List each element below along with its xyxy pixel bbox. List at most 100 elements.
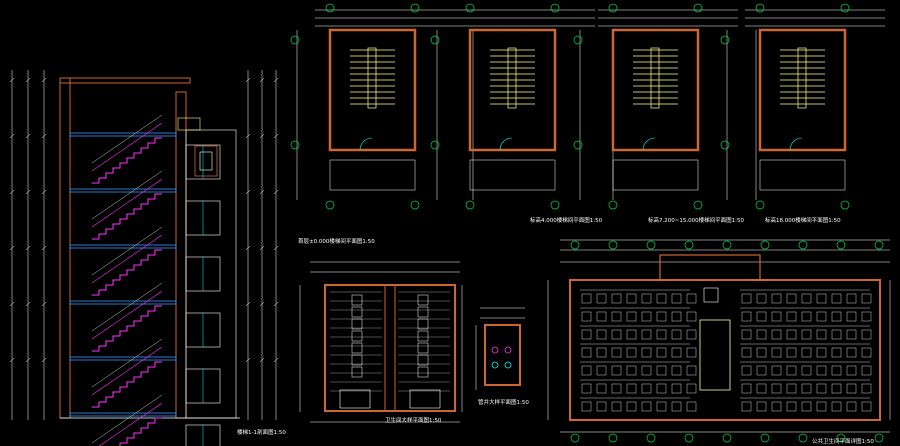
- stair-wall: [328, 28, 417, 152]
- fixture: [641, 311, 652, 322]
- dim-tick: [273, 245, 279, 251]
- fixture: [611, 383, 622, 394]
- axis-bubble: [684, 433, 694, 443]
- stair-flight: [119, 417, 162, 446]
- stall: [417, 330, 429, 342]
- dim-tick: [259, 133, 265, 139]
- fixture: [626, 401, 637, 412]
- fixture: [626, 311, 637, 322]
- fixture: [671, 365, 682, 376]
- fixture: [626, 383, 637, 394]
- fixture: [611, 365, 622, 376]
- axis-bubble: [570, 433, 580, 443]
- fixture: [656, 347, 667, 358]
- fixture: [786, 365, 797, 376]
- axis-bubble: [755, 200, 765, 210]
- axis-bubbles: [570, 240, 884, 443]
- fixture: [861, 347, 872, 358]
- caption-plan1: 首层±0.000楼梯间平面图1:50: [298, 237, 375, 245]
- fixture: [686, 293, 697, 304]
- axis-bubble: [720, 35, 730, 45]
- dim-tick: [25, 357, 31, 363]
- fixture: [816, 311, 827, 322]
- caption-shaft: 管井大样平面图1:50: [478, 398, 529, 406]
- fixture: [861, 365, 872, 376]
- fixture: [861, 401, 872, 412]
- fixture: [786, 383, 797, 394]
- stall: [417, 306, 429, 318]
- fixture: [771, 401, 782, 412]
- fixture: [581, 365, 592, 376]
- stair-flight: [92, 361, 162, 408]
- public-toilet-plan: [547, 239, 891, 443]
- stair-well: [367, 47, 377, 109]
- fixture: [816, 365, 827, 376]
- dim-tick: [41, 301, 47, 307]
- fixture: [686, 347, 697, 358]
- fixture: [596, 293, 607, 304]
- caption-plan2: 标高4.000楼梯间平面图1:50: [530, 216, 603, 224]
- fixture: [596, 383, 607, 394]
- dim-tick: [25, 77, 31, 83]
- axis-bubble: [722, 433, 732, 443]
- guard-line: [91, 282, 163, 332]
- fixture: [641, 365, 652, 376]
- fixture: [816, 293, 827, 304]
- axis-bubble: [573, 140, 583, 150]
- fixture: [786, 329, 797, 340]
- stall: [417, 294, 429, 306]
- axis-bubble: [608, 240, 618, 250]
- axis-bubble: [755, 3, 765, 13]
- dim-tick: [41, 245, 47, 251]
- fixture: [596, 311, 607, 322]
- fixture: [656, 401, 667, 412]
- fixture: [801, 365, 812, 376]
- fixture: [741, 401, 752, 412]
- fixture: [686, 365, 697, 376]
- fixture: [801, 311, 812, 322]
- dim-tick: [41, 77, 47, 83]
- fixture: [801, 383, 812, 394]
- fixture: [816, 383, 827, 394]
- fixture: [581, 293, 592, 304]
- dim-tick: [9, 77, 15, 83]
- guard-line: [91, 114, 163, 164]
- fixture: [831, 293, 842, 304]
- section-left-dimensions: [11, 70, 45, 420]
- dim-tick: [25, 189, 31, 195]
- fixture: [756, 365, 767, 376]
- dim-tick: [273, 357, 279, 363]
- axis-bubble: [798, 240, 808, 250]
- axis-bubble: [570, 240, 580, 250]
- stair-wall: [758, 28, 847, 152]
- fixture: [756, 347, 767, 358]
- fixture: [626, 293, 637, 304]
- stall: [351, 366, 363, 378]
- stair-well: [650, 47, 660, 109]
- caption-section: 楼梯1-1剖面图1:50: [237, 428, 286, 436]
- fixture: [626, 365, 637, 376]
- stall: [417, 366, 429, 378]
- stair-plan: [573, 3, 757, 210]
- axis-bubble: [722, 240, 732, 250]
- fixture: [786, 347, 797, 358]
- fixture: [656, 311, 667, 322]
- dim-tick: [273, 77, 279, 83]
- handrail: [91, 178, 163, 228]
- handrail: [91, 290, 163, 340]
- dim-tick: [41, 189, 47, 195]
- dim-tick: [25, 245, 31, 251]
- handrail: [98, 402, 163, 446]
- stall: [351, 330, 363, 342]
- fixture: [686, 329, 697, 340]
- fixture: [771, 293, 782, 304]
- caption-large: 公共卫生间平面详图1:50: [812, 437, 874, 445]
- stair-flight: [92, 249, 162, 296]
- fixture: [771, 365, 782, 376]
- dim-tick: [245, 189, 251, 195]
- handrail: [91, 234, 163, 284]
- fixture: [596, 329, 607, 340]
- fixture: [756, 293, 767, 304]
- section-dimension-ticks: [9, 77, 47, 363]
